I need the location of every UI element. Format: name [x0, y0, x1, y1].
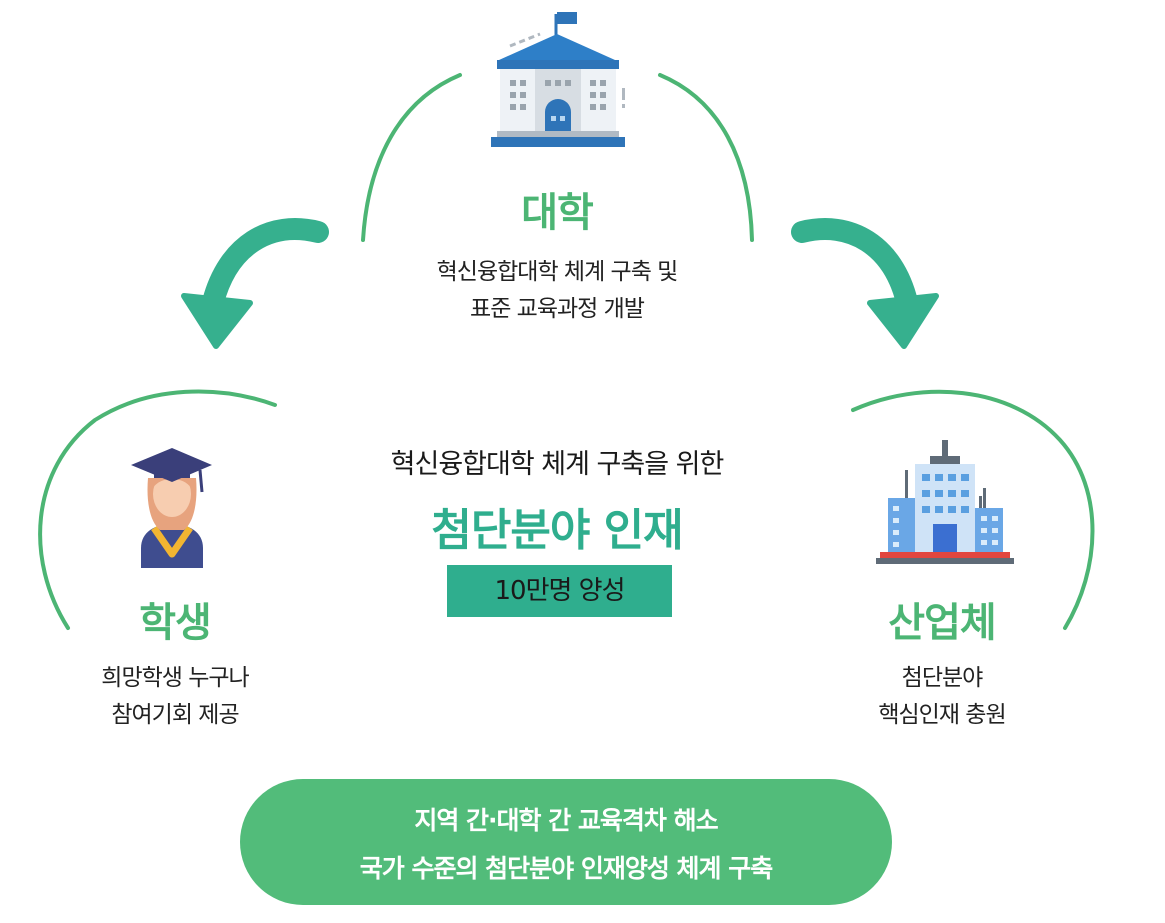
graduate-student-icon [131, 448, 212, 568]
university-desc-line2: 표준 교육과정 개발 [357, 291, 757, 328]
university-description: 혁신융합대학 체계 구축 및 표준 교육과정 개발 [357, 254, 757, 328]
arrow-right-icon [802, 229, 936, 346]
center-subtitle: 혁신융합대학 체계 구축을 위한 [307, 442, 807, 481]
student-title: 학생 [75, 590, 275, 648]
university-desc-line1: 혁신융합대학 체계 구축 및 [357, 254, 757, 291]
industry-desc-line1: 첨단분야 [792, 660, 1092, 697]
industry-desc-line2: 핵심인재 충원 [792, 697, 1092, 734]
university-title: 대학 [457, 180, 657, 238]
office-buildings-icon [876, 440, 1014, 564]
arc-university-left [363, 75, 460, 240]
student-desc-line2: 참여기회 제공 [25, 697, 325, 734]
center-badge: 10만명 양성 [447, 565, 672, 617]
center-main-title: 첨단분야 인재 [307, 494, 807, 558]
student-desc-line1: 희망학생 누구나 [25, 660, 325, 697]
arc-university-right [660, 75, 752, 240]
university-building-icon [491, 12, 625, 147]
student-description: 희망학생 누구나 참여기회 제공 [25, 660, 325, 734]
bottom-summary-pill: 지역 간·대학 간 교육격차 해소 국가 수준의 첨단분야 인재양성 체계 구축 [240, 779, 892, 905]
arrow-left-icon [184, 229, 318, 346]
industry-description: 첨단분야 핵심인재 충원 [792, 660, 1092, 734]
bottom-line1: 지역 간·대학 간 교육격차 해소 [240, 801, 892, 837]
industry-title: 산업체 [842, 590, 1042, 648]
bottom-line2: 국가 수준의 첨단분야 인재양성 체계 구축 [240, 849, 892, 885]
